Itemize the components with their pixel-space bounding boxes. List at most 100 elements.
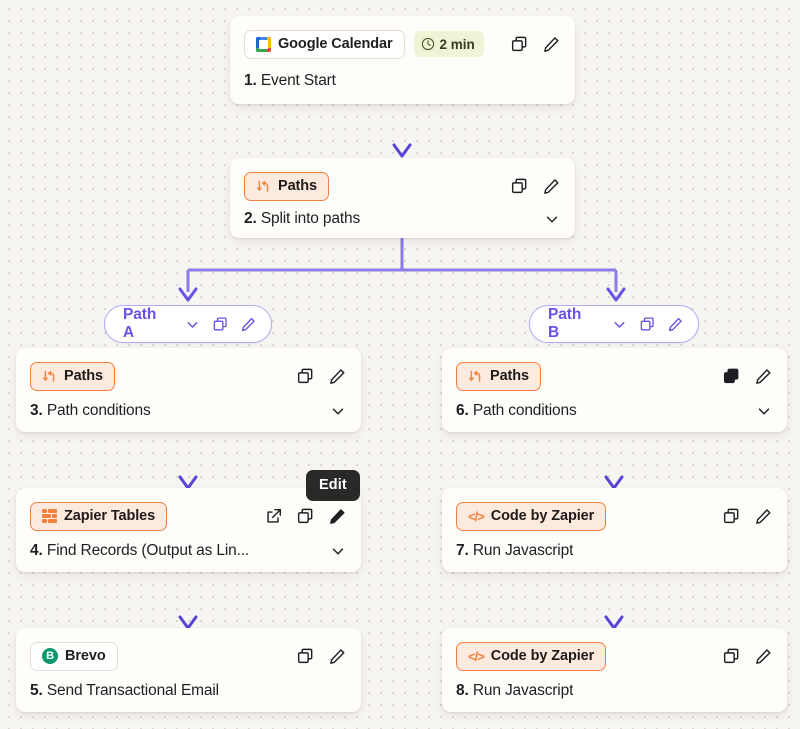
edit-pencil-icon[interactable] bbox=[542, 35, 561, 54]
node-footer: 1. Event Start bbox=[244, 59, 561, 104]
node-actions bbox=[296, 647, 347, 666]
chevron-down-icon[interactable] bbox=[543, 210, 561, 228]
path-pill-label: Path B bbox=[548, 306, 582, 341]
app-chip-label: Paths bbox=[64, 368, 103, 384]
node-step-1[interactable]: Google Calendar 2 min bbox=[230, 16, 575, 104]
step-title: 1. Event Start bbox=[244, 72, 336, 90]
clock-icon bbox=[421, 37, 434, 51]
chevron-down-icon[interactable] bbox=[329, 402, 347, 420]
node-step-6[interactable]: Paths 6. Path conditions bbox=[442, 348, 787, 432]
step-number: 6. bbox=[456, 401, 469, 419]
node-actions bbox=[722, 647, 773, 666]
connector-split-bus bbox=[178, 238, 626, 302]
app-chip-brevo[interactable]: B Brevo bbox=[30, 641, 118, 671]
step-number: 4. bbox=[30, 541, 43, 559]
step-title: 6. Path conditions bbox=[456, 402, 577, 420]
step-label: Path conditions bbox=[46, 401, 151, 419]
path-pill-label: Path A bbox=[123, 306, 157, 341]
step-title: 7. Run Javascript bbox=[456, 542, 573, 560]
app-chip-paths[interactable]: Paths bbox=[30, 361, 115, 391]
duplicate-icon[interactable] bbox=[510, 177, 529, 196]
duration-label: 2 min bbox=[439, 36, 475, 52]
node-actions bbox=[722, 367, 773, 386]
connector-3-4 bbox=[178, 432, 198, 490]
duplicate-icon[interactable] bbox=[296, 647, 315, 666]
app-chip-code-by-zapier[interactable]: </> Code by Zapier bbox=[456, 501, 607, 531]
app-chip-paths[interactable]: Paths bbox=[456, 361, 541, 391]
step-number: 3. bbox=[30, 401, 43, 419]
app-chip-label: Brevo bbox=[65, 648, 106, 664]
path-pill-b[interactable]: Path B bbox=[529, 305, 699, 343]
step-label: Event Start bbox=[260, 71, 336, 89]
edit-pencil-icon[interactable] bbox=[240, 316, 257, 333]
code-icon: </> bbox=[468, 648, 485, 664]
brevo-icon: B bbox=[42, 648, 58, 664]
app-chip-google-calendar[interactable]: Google Calendar bbox=[244, 29, 405, 59]
edit-pencil-icon[interactable] bbox=[754, 507, 773, 526]
node-step-8[interactable]: </> Code by Zapier 8. bbox=[442, 628, 787, 712]
node-step-3[interactable]: Paths 3. Path conditions bbox=[16, 348, 361, 432]
node-footer: 7. Run Javascript bbox=[456, 531, 773, 572]
edit-pencil-icon[interactable] bbox=[328, 647, 347, 666]
paths-icon bbox=[42, 370, 55, 382]
connector-7-8 bbox=[604, 570, 624, 630]
google-calendar-icon bbox=[256, 36, 271, 52]
app-chip-code-by-zapier[interactable]: </> Code by Zapier bbox=[456, 641, 607, 671]
duplicate-icon[interactable] bbox=[722, 647, 741, 666]
step-label: Run Javascript bbox=[472, 681, 574, 699]
step-label: Path conditions bbox=[472, 401, 577, 419]
connector-1-2 bbox=[392, 104, 412, 158]
app-chip-label: Paths bbox=[278, 178, 317, 194]
edit-pencil-icon[interactable] bbox=[542, 177, 561, 196]
edit-pencil-icon[interactable] bbox=[667, 316, 684, 333]
chevron-down-icon[interactable] bbox=[329, 542, 347, 560]
duplicate-icon[interactable] bbox=[296, 507, 315, 526]
node-header: B Brevo bbox=[30, 641, 347, 671]
edit-pencil-icon[interactable] bbox=[754, 367, 773, 386]
edit-pencil-icon[interactable] bbox=[328, 367, 347, 386]
step-number: 2. bbox=[244, 209, 257, 227]
edit-pencil-icon[interactable] bbox=[754, 647, 773, 666]
path-pill-a[interactable]: Path A bbox=[104, 305, 272, 343]
paths-icon bbox=[468, 370, 481, 382]
chevron-down-icon[interactable] bbox=[611, 316, 628, 333]
step-title: 3. Path conditions bbox=[30, 402, 151, 420]
duration-badge: 2 min bbox=[413, 31, 484, 57]
step-title: 2. Split into paths bbox=[244, 210, 360, 228]
duplicate-icon[interactable] bbox=[212, 316, 229, 333]
node-step-7[interactable]: </> Code by Zapier 7. bbox=[442, 488, 787, 572]
app-chip-label: Paths bbox=[490, 368, 529, 384]
app-chip-label: Zapier Tables bbox=[64, 508, 156, 524]
node-step-5[interactable]: B Brevo 5. Send Tra bbox=[16, 628, 361, 712]
duplicate-icon[interactable] bbox=[722, 507, 741, 526]
paths-icon bbox=[256, 180, 269, 192]
connector-4-5 bbox=[178, 570, 198, 630]
app-chip-paths[interactable]: Paths bbox=[244, 171, 329, 201]
node-actions bbox=[722, 507, 773, 526]
chevron-down-icon[interactable] bbox=[184, 316, 201, 333]
node-footer: 4. Find Records (Output as Lin... bbox=[30, 531, 347, 572]
node-step-2[interactable]: Paths 2. Split into paths bbox=[230, 158, 575, 238]
node-step-4[interactable]: Zapier Tables bbox=[16, 488, 361, 572]
duplicate-icon[interactable] bbox=[722, 367, 741, 386]
node-header: Zapier Tables bbox=[30, 501, 347, 531]
open-external-icon[interactable] bbox=[265, 507, 283, 525]
node-header: Paths bbox=[456, 361, 773, 391]
duplicate-icon[interactable] bbox=[510, 35, 529, 54]
duplicate-icon[interactable] bbox=[639, 316, 656, 333]
step-label: Split into paths bbox=[260, 209, 361, 227]
step-number: 7. bbox=[456, 541, 469, 559]
node-footer: 3. Path conditions bbox=[30, 391, 347, 432]
app-chip-label: Google Calendar bbox=[278, 36, 393, 52]
node-actions bbox=[265, 507, 347, 526]
app-chip-label: Code by Zapier bbox=[490, 508, 595, 524]
duplicate-icon[interactable] bbox=[296, 367, 315, 386]
node-actions bbox=[510, 35, 561, 54]
step-title: 4. Find Records (Output as Lin... bbox=[30, 542, 249, 560]
step-label: Run Javascript bbox=[472, 541, 574, 559]
chevron-down-icon[interactable] bbox=[755, 402, 773, 420]
edit-pencil-icon[interactable] bbox=[328, 507, 347, 526]
app-chip-zapier-tables[interactable]: Zapier Tables bbox=[30, 501, 168, 531]
step-label: Send Transactional Email bbox=[46, 681, 219, 699]
